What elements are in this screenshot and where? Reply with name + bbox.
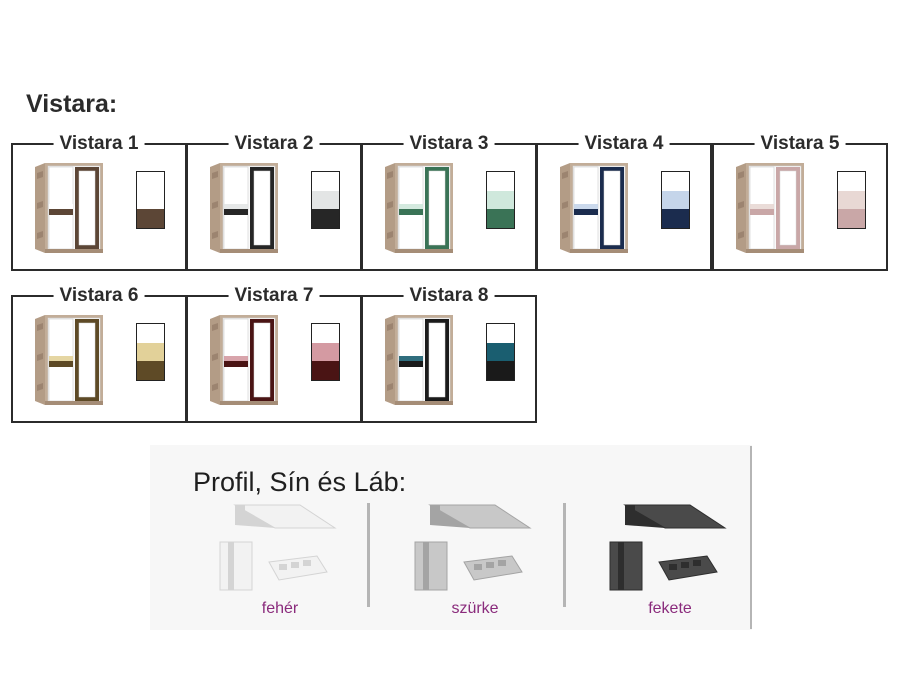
- color-swatch: [661, 171, 690, 229]
- profile-divider: [367, 503, 370, 607]
- profile-parts-image: [414, 504, 532, 591]
- profile-title: Profil, Sín és Láb:: [193, 467, 407, 497]
- variant-label: Vistara 5: [754, 132, 846, 156]
- color-swatch: [837, 171, 866, 229]
- variant-card[interactable]: Vistara 3: [361, 132, 537, 271]
- variant-card[interactable]: Vistara 6: [11, 284, 187, 423]
- variant-card[interactable]: Vistara 5: [712, 132, 888, 271]
- variant-label: Vistara 3: [403, 132, 495, 156]
- panel-edge-line: [750, 446, 752, 629]
- profile-color-label: szürke: [451, 600, 499, 617]
- profile-color-label: fekete: [648, 600, 692, 617]
- wardrobe-image: [385, 163, 453, 253]
- profile-parts-image: [609, 504, 727, 591]
- variant-label: Vistara 6: [53, 284, 145, 308]
- color-swatch: [136, 171, 165, 229]
- color-swatch: [311, 171, 340, 229]
- wardrobe-image: [560, 163, 628, 253]
- profile-color-label: fehér: [261, 600, 299, 617]
- variant-card[interactable]: Vistara 1: [11, 132, 187, 271]
- variant-label: Vistara 2: [228, 132, 320, 156]
- page-title: Vistara:: [26, 90, 118, 118]
- color-swatch: [136, 323, 165, 381]
- wardrobe-image: [35, 163, 103, 253]
- profile-option[interactable]: fehér: [205, 500, 355, 625]
- wardrobe-image: [210, 315, 278, 405]
- variant-card[interactable]: Vistara 8: [361, 284, 537, 423]
- color-swatch: [486, 323, 515, 381]
- wardrobe-image: [35, 315, 103, 405]
- variant-card[interactable]: Vistara 7: [186, 284, 362, 423]
- profile-panel: Profil, Sín és Láb: fehér szürke: [150, 445, 752, 630]
- wardrobe-image: [210, 163, 278, 253]
- variant-card[interactable]: Vistara 4: [536, 132, 712, 271]
- variant-label: Vistara 1: [53, 132, 145, 156]
- wardrobe-image: [736, 163, 804, 253]
- color-swatch: [311, 323, 340, 381]
- profile-divider: [563, 503, 566, 607]
- wardrobe-image: [385, 315, 453, 405]
- color-swatch: [486, 171, 515, 229]
- variant-label: Vistara 8: [403, 284, 495, 308]
- variant-label: Vistara 7: [228, 284, 320, 308]
- profile-parts-image: [219, 504, 337, 591]
- profile-option[interactable]: fekete: [595, 500, 745, 625]
- profile-option[interactable]: szürke: [400, 500, 550, 625]
- variant-label: Vistara 4: [578, 132, 670, 156]
- variant-card[interactable]: Vistara 2: [186, 132, 362, 271]
